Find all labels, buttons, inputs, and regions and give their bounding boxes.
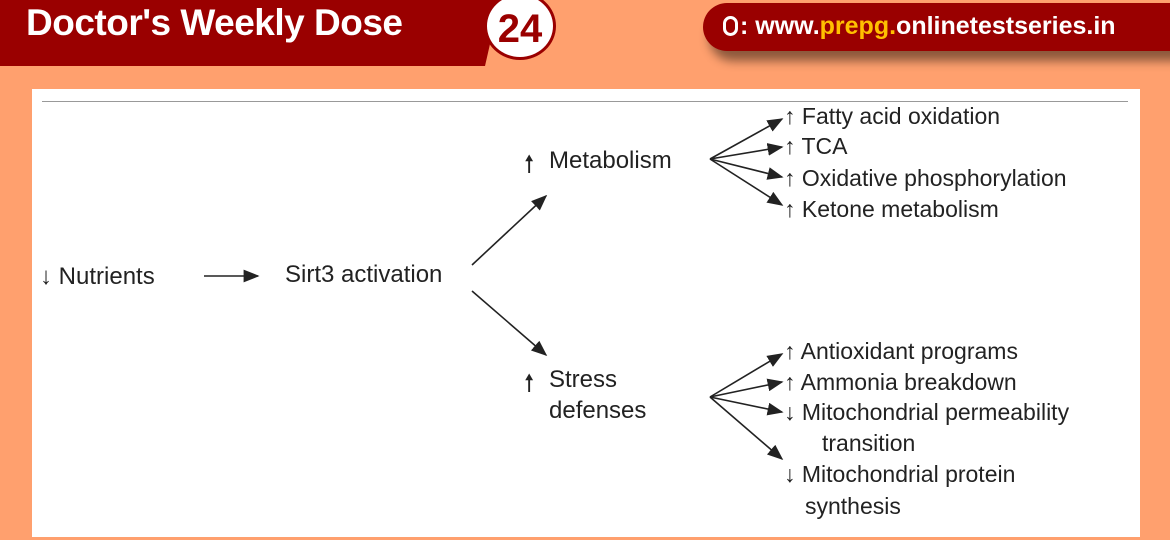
node-sirt3-activation: Sirt3 activation xyxy=(285,261,443,288)
arrow-to-metabolism xyxy=(471,194,548,266)
node-stress-defenses-2: defenses xyxy=(549,397,647,424)
effect: ↓ Mitochondrial protein xyxy=(784,461,1016,487)
effect: ↑ TCA xyxy=(784,133,848,159)
mouse-icon xyxy=(723,16,738,36)
divider xyxy=(42,101,1128,102)
header-banner xyxy=(0,0,500,66)
issue-badge: 24 xyxy=(484,0,556,60)
effect: ↑ Ketone metabolism xyxy=(784,196,999,222)
node-stress-defenses-1: Stress xyxy=(549,366,618,393)
arrows xyxy=(204,118,784,461)
node-metabolism: Metabolism xyxy=(549,147,672,174)
up-arrow-icon: 🠕 xyxy=(524,370,535,397)
effect: ↑ Ammonia breakdown xyxy=(784,369,1017,395)
effect-cont: synthesis xyxy=(805,493,901,519)
effect: ↑ Oxidative phosphorylation xyxy=(784,165,1067,191)
arrow-to-stress xyxy=(471,290,548,357)
website-banner: : www.prepg.onlinetestseries.in xyxy=(703,3,1170,51)
page-title: Doctor's Weekly Dose xyxy=(26,2,403,43)
website-link[interactable]: : www.prepg.onlinetestseries.in xyxy=(723,12,1116,41)
effect-cont: transition xyxy=(822,430,916,456)
effect: ↓ Mitochondrial permeability xyxy=(784,399,1070,425)
effect: ↑ Fatty acid oxidation xyxy=(784,103,1001,129)
up-arrow-icon: 🠕 xyxy=(524,151,535,178)
effect: ↑ Antioxidant programs xyxy=(784,338,1018,364)
issue-number: 24 xyxy=(497,7,543,51)
diagram-panel: ↓ Nutrients Sirt3 activation 🠕 Metabolis… xyxy=(32,89,1140,537)
node-nutrients: ↓ Nutrients xyxy=(40,263,155,290)
